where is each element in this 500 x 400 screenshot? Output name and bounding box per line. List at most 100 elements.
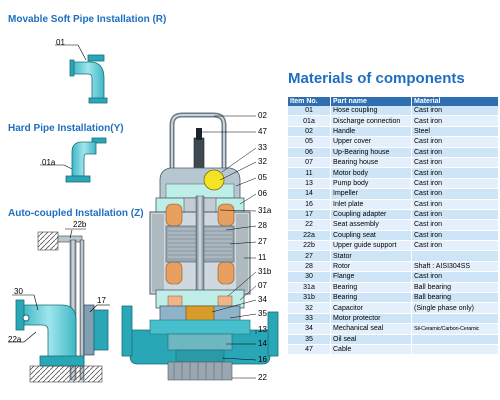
item-no: 06 xyxy=(288,147,331,158)
material: (Single phase only) xyxy=(411,302,499,314)
part-name: Oil seal xyxy=(330,334,412,346)
item-no: 31a xyxy=(288,282,331,294)
material: Shaft : AISI304SS xyxy=(411,261,499,273)
item-no: 27 xyxy=(288,250,331,262)
callout-22b: 22b xyxy=(73,220,87,229)
callout-01: 01 xyxy=(56,38,65,47)
pump-callout-06: 06 xyxy=(258,189,267,198)
material xyxy=(411,250,499,262)
pump-callout-31b: 31b xyxy=(258,267,272,276)
part-name: Coupling adapter xyxy=(330,209,412,221)
discharge-connection-drawing xyxy=(40,137,107,183)
item-no: 07 xyxy=(288,157,331,169)
pump-callout-11: 11 xyxy=(258,253,267,262)
pump-callout-22: 22 xyxy=(258,373,267,382)
table-header-row: Item No. Part name Material xyxy=(288,97,499,106)
part-name: Coupling seat xyxy=(330,230,412,242)
material: Steel xyxy=(411,126,499,138)
header-part-name: Part name xyxy=(330,97,412,106)
item-no: 13 xyxy=(288,178,331,190)
pump-callout-28: 28 xyxy=(258,221,267,230)
material: Cast iron xyxy=(411,106,499,117)
item-no: 01a xyxy=(288,115,331,127)
item-no: 22 xyxy=(288,219,331,231)
material: Cast iron xyxy=(411,167,499,179)
item-no: 34 xyxy=(288,323,331,335)
material: Ball bearing xyxy=(411,292,499,304)
material: Cast iron xyxy=(411,188,499,200)
material: Cast iron xyxy=(411,178,499,190)
part-name: Rotor xyxy=(330,261,412,273)
pump-cross-section xyxy=(121,112,279,381)
material: Cast iron xyxy=(411,136,499,148)
material: Cast iron xyxy=(411,271,499,283)
part-name: Flange xyxy=(330,271,412,283)
auto-coupled-install-title: Auto-coupled Installation (Z) xyxy=(8,208,144,219)
item-no: 01 xyxy=(288,106,331,117)
material: Cast iron xyxy=(411,199,499,210)
material: Cast iron xyxy=(411,230,499,242)
item-no: 22a xyxy=(288,230,331,242)
item-no: 11 xyxy=(288,167,331,179)
part-name: Stator xyxy=(330,250,412,262)
callout-22a: 22a xyxy=(8,335,22,344)
materials-title: Materials of components xyxy=(288,70,465,87)
material: Cast iron xyxy=(411,209,499,221)
part-name: Upper guide support xyxy=(330,240,412,252)
part-name: Handle xyxy=(330,126,412,138)
material xyxy=(411,334,499,346)
pump-callout-13: 13 xyxy=(258,325,267,334)
item-no: 47 xyxy=(288,344,331,356)
pump-callout-34: 34 xyxy=(258,295,267,304)
item-no: 16 xyxy=(288,199,331,210)
part-name: Inlet plate xyxy=(330,199,412,210)
part-name: Seat assembly xyxy=(330,219,412,231)
material: Cast iron xyxy=(411,240,499,252)
header-material: Material xyxy=(411,97,499,106)
pump-callout-16: 16 xyxy=(258,355,267,364)
material: Cast iron xyxy=(411,147,499,158)
material: Cast iron xyxy=(411,115,499,127)
part-name: Impeller xyxy=(330,188,412,200)
pump-callout-47: 47 xyxy=(258,127,267,136)
part-name: Upper cover xyxy=(330,136,412,148)
item-no: 05 xyxy=(288,136,331,148)
hose-coupling-drawing xyxy=(55,44,108,104)
item-no: 33 xyxy=(288,313,331,325)
part-name: Capacitor xyxy=(330,302,412,314)
pump-callout-33: 33 xyxy=(258,143,267,152)
material: Cast iron xyxy=(411,219,499,231)
pump-callout-07: 07 xyxy=(258,281,267,290)
item-no: 22b xyxy=(288,240,331,252)
item-no: 35 xyxy=(288,334,331,346)
part-name: Bearing house xyxy=(330,157,412,169)
part-name: Discharge connection xyxy=(330,115,412,127)
part-name: Motor body xyxy=(330,167,412,179)
pump-callout-02: 02 xyxy=(258,111,267,120)
part-name: Pump body xyxy=(330,178,412,190)
material: Cast iron xyxy=(411,157,499,169)
auto-coupled-drawing xyxy=(8,228,110,383)
